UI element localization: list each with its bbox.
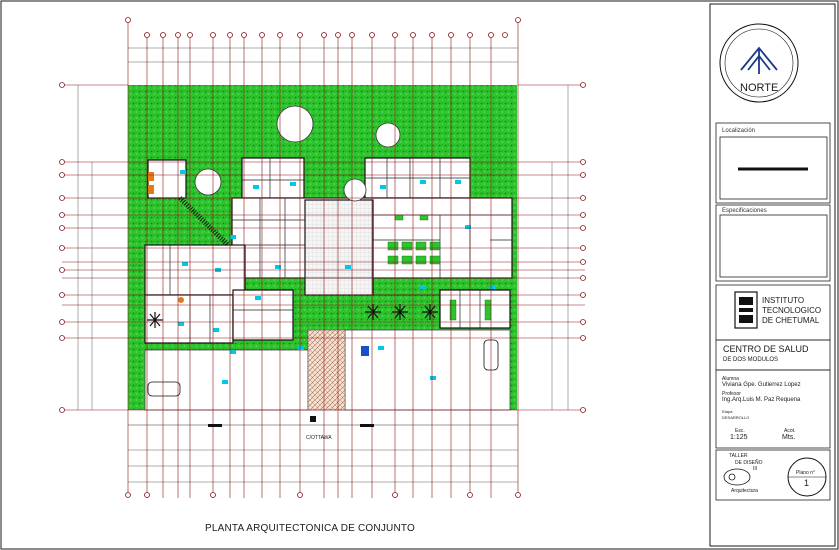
specs-title: Especificaciones [722,208,767,214]
institution-line-3: DE CHETUMAL [762,316,820,325]
workshop-box [715,449,831,501]
grid-markers-side [59,82,586,413]
dimension-lines [77,47,569,483]
professor-name: Ing.Arq.Luis M. Paz Requena [722,397,801,403]
north-arrow-icon [740,46,778,74]
workshop-line-1: TALLER [729,453,748,459]
title-block [715,23,831,501]
institution-line-1: INSTITUTO [762,296,805,305]
equipment-blocks [387,214,492,321]
credits-box [715,369,831,449]
scale-value: 1:125 [730,434,748,441]
institution-logo-icon [734,291,758,329]
parking-lot-east [344,329,511,411]
student-label: Alumna [722,376,739,382]
workshop-line-3: III [753,466,758,472]
workshop-line-2: DE DISEÑO [735,460,763,466]
site-plan [59,17,586,498]
entrance-walkway [307,329,346,411]
stage-label: Etapa [722,409,733,414]
units-label: Acot. [784,428,796,434]
street-marks [208,416,374,427]
accessible-parking-sign [361,346,369,356]
project-name: CENTRO DE SALUD [723,344,809,354]
grid-lines-horizontal [62,84,585,411]
ramp [178,196,230,247]
workshop-dept: Arquitectura [731,488,758,494]
grid-markers-top [125,17,521,498]
trees [194,105,499,202]
workshop-logo-icon [723,468,751,486]
units-value: Mts. [782,434,796,441]
student-name: Viviana Gpe. Gutierrez Lopez [722,382,801,388]
north-label: NORTE [740,82,779,94]
stage-value: DESARROLLO [722,415,750,420]
orange-fixtures [148,172,184,303]
location-title: Localización [722,128,756,134]
institution-line-2: TECNOLOGICO [762,306,822,315]
drawing-title: PLANTA ARQUITECTONICA DE CONJUNTO [205,523,415,534]
palm-trees [147,304,438,328]
sheet-number: 1 [804,478,810,488]
sheet-label: Plano n° [796,470,815,476]
scale-label: Esc. [735,428,745,434]
specs-box [715,204,831,282]
location-box [715,122,831,204]
professor-label: Profesor [722,391,741,397]
project-subtitle: DE DOS MODULOS [723,357,779,363]
grid-lines-vertical [127,18,519,498]
street-label: C/OTTAWA [306,435,332,441]
